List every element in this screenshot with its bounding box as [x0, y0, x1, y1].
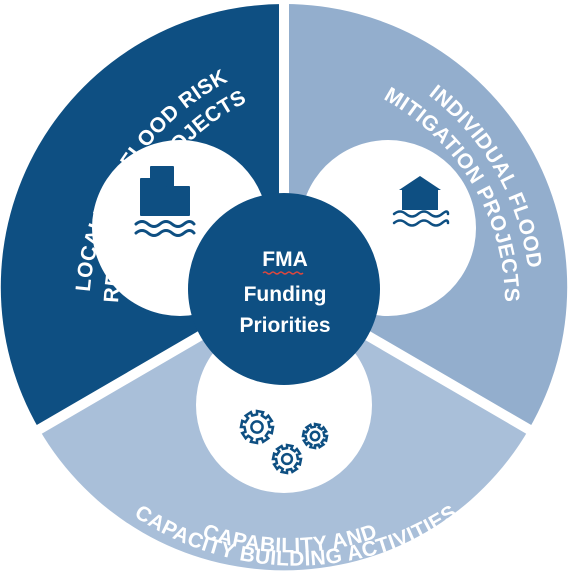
gears-icon	[239, 409, 329, 475]
gear-large	[239, 409, 275, 445]
house-flood-icon	[392, 176, 450, 227]
center-line-3: Priorities	[239, 314, 330, 337]
center-line-1: FMA	[262, 248, 308, 271]
center-circle	[188, 193, 380, 385]
center-line-2: Funding	[244, 283, 327, 306]
spellcheck-underline	[262, 271, 304, 275]
gear-small	[301, 422, 329, 450]
gear-bottom	[271, 443, 303, 475]
city-flood-icon	[134, 166, 196, 237]
